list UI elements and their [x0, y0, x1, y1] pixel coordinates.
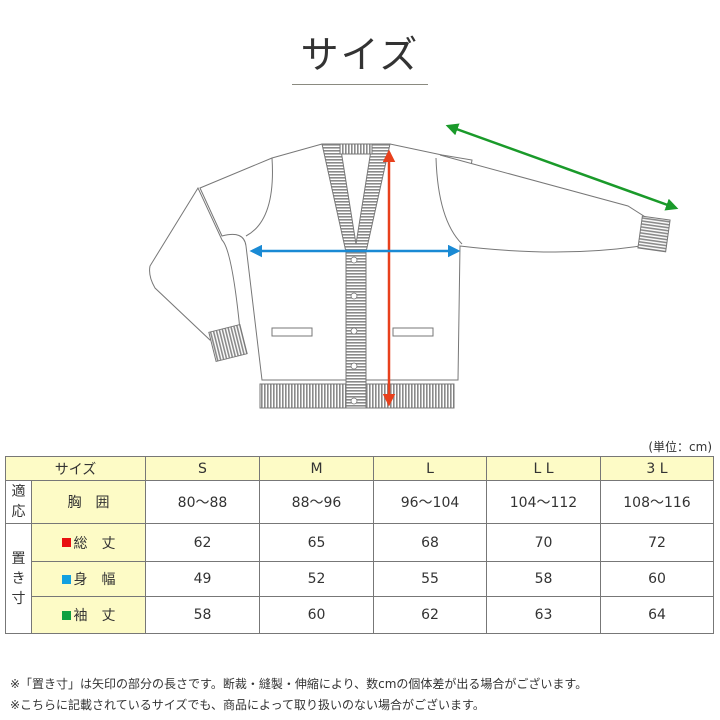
unit-note: (単位：cm): [648, 440, 712, 454]
size-col-m: M: [259, 456, 374, 481]
cardigan-shape: [149, 143, 671, 409]
table-cell: 60: [600, 561, 714, 597]
table-cell: 68: [373, 523, 487, 562]
footnote: ※こちらに記載されているサイズでも、商品によって取り扱いのない場合がございます。: [10, 698, 485, 712]
table-cell: 64: [600, 596, 714, 634]
size-col-ll: L L: [486, 456, 601, 481]
cardigan-illustration: [149, 123, 679, 409]
table-cell: 72: [600, 523, 714, 562]
table-cell: 104〜112: [486, 480, 601, 524]
cardigan-buttons: [350, 256, 358, 405]
size-col-l: L: [373, 456, 487, 481]
table-cell: 88〜96: [259, 480, 374, 524]
blue-square-icon: [61, 574, 71, 584]
row-label-chest: 胸 囲: [31, 480, 146, 524]
table-cell: 80〜88: [145, 480, 260, 524]
table-cell: 62: [145, 523, 260, 562]
page-title: サイズ: [300, 33, 420, 77]
table-row: 置 き 寸 総 丈 62 65 68 70 72: [5, 523, 714, 634]
red-square-icon: [61, 538, 71, 547]
table-cell: 52: [259, 561, 374, 597]
table-row: 適 応 胸 囲 80〜88 88〜96 96〜104 104〜112 108〜1…: [5, 480, 714, 524]
table-row: 身 幅 49 52 55 58 60: [6, 561, 714, 597]
flat-group-label: 置 き 寸: [5, 523, 32, 634]
footnote: ※「置き寸」は矢印の部分の長さです。断裁・縫製・伸縮により、数cmの個体差が出る…: [10, 677, 588, 691]
row-label-body-width: 身 幅: [31, 561, 146, 597]
size-header-row: サイズ S M L L L 3 L: [5, 456, 714, 481]
table-cell: 63: [486, 596, 601, 634]
table-cell: 60: [259, 596, 374, 634]
size-col-s: S: [145, 456, 260, 481]
table-cell: 70: [486, 523, 601, 562]
table-cell: 58: [486, 561, 601, 597]
table-row: 袖 丈 58 60 62 63 64: [6, 596, 714, 634]
size-col-3l: 3 L: [600, 456, 714, 481]
size-table: サイズ S M L L L 3 L 適 応 胸 囲 80〜88 88〜96 96…: [5, 456, 714, 634]
fit-group-label: 適 応: [5, 480, 32, 524]
footnotes: ※「置き寸」は矢印の部分の長さです。断裁・縫製・伸縮により、数cmの個体差が出る…: [10, 674, 587, 716]
table-cell: 62: [373, 596, 487, 634]
sleeve-length-arrow: [445, 123, 679, 211]
table-cell: 108〜116: [600, 480, 714, 524]
table-cell: 55: [373, 561, 487, 597]
table-cell: 58: [145, 596, 260, 634]
title-underline: [292, 84, 428, 85]
row-label-total-length: 総 丈: [31, 523, 146, 562]
table-cell: 96〜104: [373, 480, 487, 524]
table-cell: 49: [145, 561, 260, 597]
row-label-sleeve-length: 袖 丈: [31, 596, 146, 634]
size-header-label: サイズ: [5, 456, 146, 481]
green-square-icon: [61, 610, 71, 620]
table-cell: 65: [259, 523, 374, 562]
